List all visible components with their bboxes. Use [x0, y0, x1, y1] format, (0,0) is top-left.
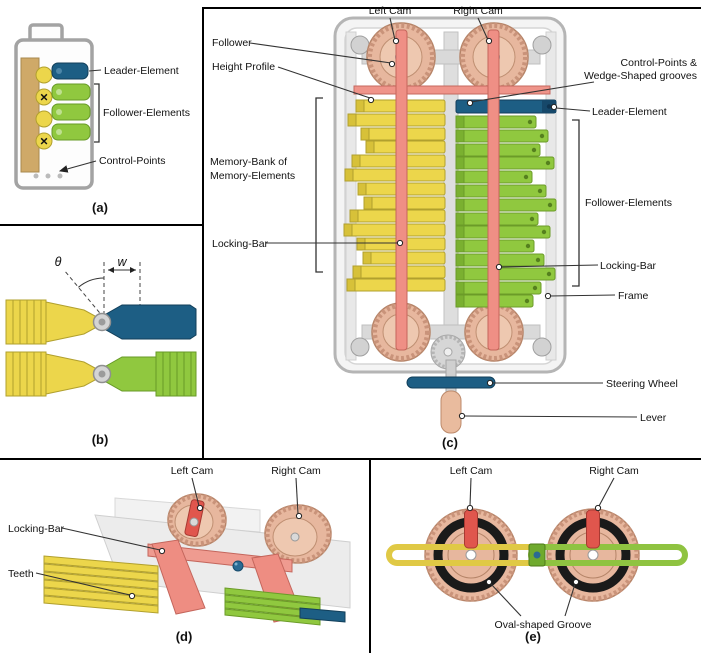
label-follower-elements: Follower-Elements [103, 107, 190, 119]
panel-c: Left Cam Right Cam Follower Height Profi… [210, 5, 697, 450]
label-theta: θ [55, 255, 62, 269]
label-left-cam: Left Cam [171, 465, 214, 477]
label-memory-bank-line2: Memory-Elements [210, 170, 295, 182]
label-steering-wheel: Steering Wheel [606, 378, 678, 390]
follower-element-assembly [5, 351, 197, 397]
panel-d-annotations [35, 477, 303, 600]
x-mark-icon: ✕ [40, 136, 49, 148]
label-leader-element: Leader-Element [104, 65, 179, 77]
label-lever: Lever [640, 412, 667, 424]
leader-element-part [299, 607, 346, 623]
panel-divider-vertical-left [202, 7, 204, 460]
label-right-cam: Right Cam [271, 465, 321, 477]
label-locking-bar-left: Locking-Bar [212, 238, 269, 250]
label-left-cam: Left Cam [450, 465, 493, 477]
control-point-dots [33, 173, 63, 179]
panel-tag-a: (a) [92, 200, 108, 215]
panel-a: ✕ ✕ Leader-Element Follower-Elements Con… [14, 23, 190, 215]
teeth-stack [43, 555, 159, 614]
memory-device-schematic: ✕ ✕ [14, 23, 94, 190]
right-cam-gear [546, 508, 640, 602]
leader-element-assembly [5, 299, 197, 345]
memory-element-pins [35, 66, 53, 150]
label-oval-groove: Oval-shaped Groove [495, 619, 592, 631]
left-cam [167, 493, 227, 547]
label-left-cam: Left Cam [369, 5, 412, 17]
label-frame: Frame [618, 290, 648, 302]
left-cam-follower-bar [464, 509, 478, 549]
locking-bar-right [487, 29, 500, 351]
label-control-points-line1: Control-Points & [621, 57, 697, 69]
label-control-points-line2: Wedge-Shaped grooves [584, 70, 697, 82]
panel-e-annotations [466, 477, 615, 617]
label-memory-bank-line1: Memory-Bank of [210, 156, 287, 168]
follower-bar [353, 85, 551, 95]
label-teeth: Teeth [8, 568, 34, 580]
x-mark-icon: ✕ [40, 92, 49, 104]
label-locking-bar-right: Locking-Bar [600, 260, 657, 272]
label-follower: Follower [212, 37, 252, 49]
center-connector [528, 543, 546, 567]
panel-tag-c: (c) [442, 435, 458, 450]
angle-width-annotations [63, 262, 141, 319]
panel-c-annotations [249, 17, 638, 420]
label-control-points: Control-Points [99, 155, 166, 167]
panel-tag-e: (e) [525, 629, 541, 644]
panel-divider-a-b [0, 224, 202, 226]
label-w: w [117, 255, 127, 269]
label-follower-elements: Follower-Elements [585, 197, 672, 209]
panel-e: Left Cam Right Cam Oval-shaped Groove (e… [386, 465, 688, 644]
label-height-profile: Height Profile [212, 61, 275, 73]
panel-a-annotations [58, 69, 102, 173]
right-cam [264, 504, 332, 564]
ball-follower [232, 560, 244, 572]
leader-element-part [455, 99, 557, 114]
label-leader-element: Leader-Element [592, 106, 667, 118]
lever [440, 390, 462, 434]
steering-wheel [406, 376, 496, 389]
panel-tag-d: (d) [176, 629, 193, 644]
panel-b: θ w (b) [5, 255, 197, 447]
leader-element-part [51, 62, 89, 80]
right-cam-follower-bar [586, 509, 600, 549]
panel-divider-d-e [369, 458, 371, 653]
panel-divider-top-c [203, 7, 701, 9]
follower-element-parts [51, 83, 91, 141]
panel-divider-middle [0, 458, 701, 460]
panel-tag-b: (b) [92, 432, 109, 447]
locking-bar-left [395, 29, 408, 351]
panel-d: Left Cam Right Cam Locking-Bar Teeth (d) [8, 465, 351, 644]
label-right-cam: Right Cam [453, 5, 503, 17]
label-locking-bar: Locking-Bar [8, 523, 65, 535]
label-right-cam: Right Cam [589, 465, 639, 477]
